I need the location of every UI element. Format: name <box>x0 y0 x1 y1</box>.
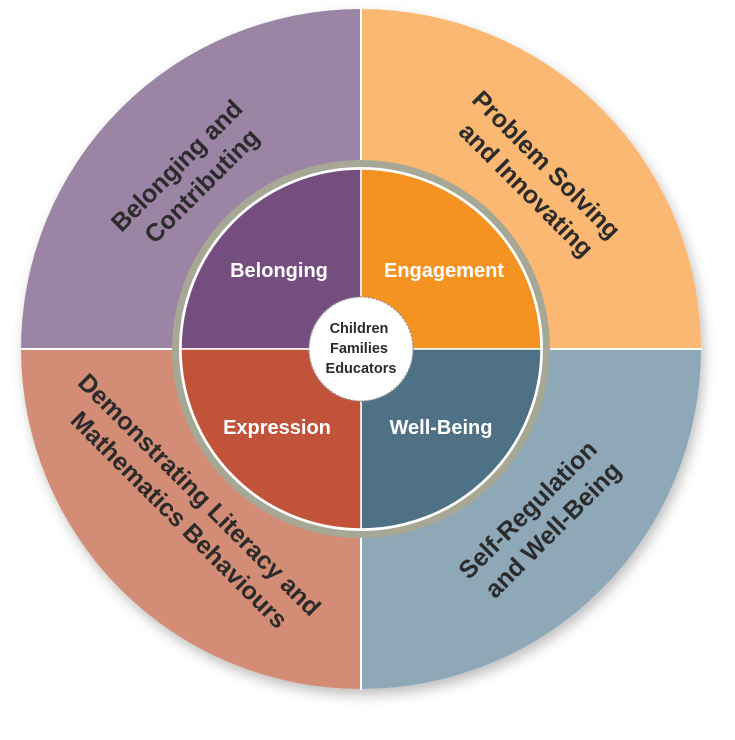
inner-label-belonging: Belonging <box>230 260 328 282</box>
center-circle <box>308 296 414 402</box>
inner-label-engagement: Engagement <box>384 260 504 282</box>
inner-quadrants <box>180 168 542 530</box>
center-label: Children Families Educators <box>326 321 397 377</box>
inner-quadrant-top-right <box>360 168 542 350</box>
inner-quadrant-bottom-right <box>360 348 542 530</box>
inner-quadrant-bottom-left <box>180 348 362 530</box>
inner-quadrant-top-left <box>180 168 362 350</box>
center-line-families: Families <box>330 341 388 357</box>
center-line-educators: Educators <box>326 361 397 377</box>
center-line-children: Children <box>330 321 389 337</box>
inner-label-expression: Expression <box>223 417 331 439</box>
inner-label-well-being: Well-Being <box>390 417 493 439</box>
